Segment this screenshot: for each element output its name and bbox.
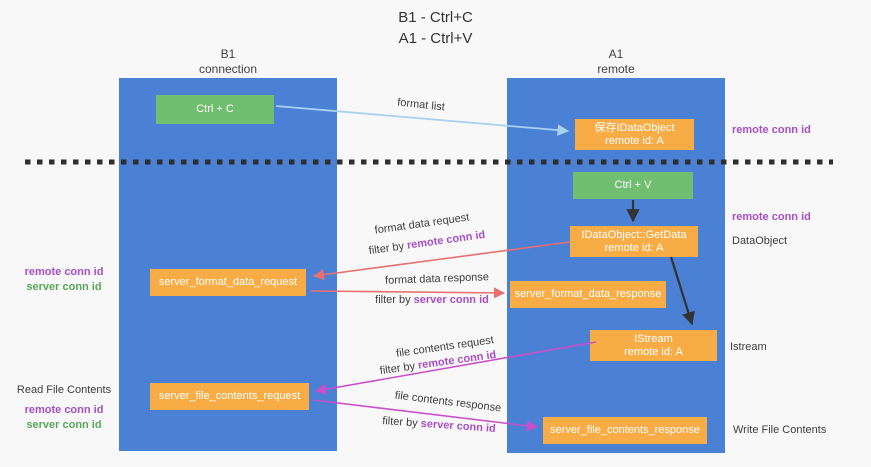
node-istream: IStream remote id: A	[590, 330, 717, 361]
diagram-title: B1 - Ctrl+C A1 - Ctrl+V	[0, 7, 871, 49]
format-data-response-filter-label: filter by server conn id	[352, 294, 512, 306]
left-server-conn-id-label-2: server conn id	[26, 419, 102, 431]
filter-by-text: filter by	[375, 294, 414, 306]
write-file-contents-label: Write File Contents	[733, 424, 827, 436]
node-server-file-contents-request: server_file_contents_request	[150, 383, 309, 410]
node-istream-line1: IStream	[634, 332, 673, 345]
left-server-conn-id-label: server conn id	[26, 281, 102, 293]
node-server-format-data-response: server_format_data_response	[510, 281, 666, 308]
format-data-response-label: format data response	[384, 271, 490, 287]
node-ctrl-c: Ctrl + C	[156, 95, 274, 124]
left-remote-conn-id-label: remote conn id	[24, 266, 104, 278]
node-format-request-label: server_format_data_request	[158, 276, 298, 288]
filter-by-text: filter by	[368, 239, 408, 258]
node-format-response-label: server_format_data_response	[514, 288, 662, 300]
column-header-b1: B1 connection	[168, 47, 288, 77]
title-line-2: A1 - Ctrl+V	[398, 30, 473, 47]
column-a1-name: A1	[608, 47, 624, 61]
title-line-1: B1 - Ctrl+C	[398, 9, 473, 26]
node-idataobject-getdata: IDataObject::GetData remote id: A	[570, 226, 698, 257]
node-getdata-line2: remote id: A	[604, 241, 664, 254]
node-file-request-label: server_file_contents_request	[158, 390, 301, 402]
format-list-label: format list	[396, 96, 446, 114]
column-b1-name: B1	[220, 47, 236, 61]
remote-conn-id-key: remote conn id	[406, 228, 486, 252]
file-contents-response-label: file contents response	[394, 389, 502, 415]
column-b1-role: connection	[198, 62, 258, 76]
istream-label: Istream	[730, 341, 767, 353]
node-file-response-label: server_file_contents_response	[550, 424, 700, 436]
node-server-format-data-request: server_format_data_request	[150, 269, 306, 296]
node-ctrl-v-label: Ctrl + V	[614, 179, 652, 191]
node-saved-idataobject-line1: 保存IDataObject	[594, 121, 675, 134]
server-conn-id-key: server conn id	[420, 417, 497, 435]
node-server-file-contents-response: server_file_contents_response	[543, 417, 707, 444]
file-contents-response-filter-label: filter by server conn id	[359, 413, 519, 436]
node-istream-line2: remote id: A	[624, 345, 683, 358]
server-conn-id-key: server conn id	[413, 294, 489, 306]
node-getdata-line1: IDataObject::GetData	[581, 228, 687, 241]
format-data-response-arrow	[310, 287, 506, 299]
column-a1-role: remote	[597, 62, 635, 76]
filter-by-text: filter by	[381, 415, 422, 430]
node-ctrl-c-label: Ctrl + C	[196, 103, 234, 115]
right-remote-conn-id-label: remote conn id	[732, 124, 811, 136]
node-ctrl-v: Ctrl + V	[573, 172, 693, 199]
column-header-a1: A1 remote	[556, 47, 676, 77]
node-saved-idataobject: 保存IDataObject remote id: A	[575, 119, 694, 150]
dataobject-label: DataObject	[732, 235, 788, 247]
right-remote-conn-id-label-2: remote conn id	[732, 211, 811, 223]
filter-by-text: filter by	[379, 359, 419, 378]
node-saved-idataobject-line2: remote id: A	[605, 134, 664, 147]
read-file-contents-label: Read File Contents	[16, 384, 112, 396]
left-remote-conn-id-label-2: remote conn id	[24, 404, 104, 416]
